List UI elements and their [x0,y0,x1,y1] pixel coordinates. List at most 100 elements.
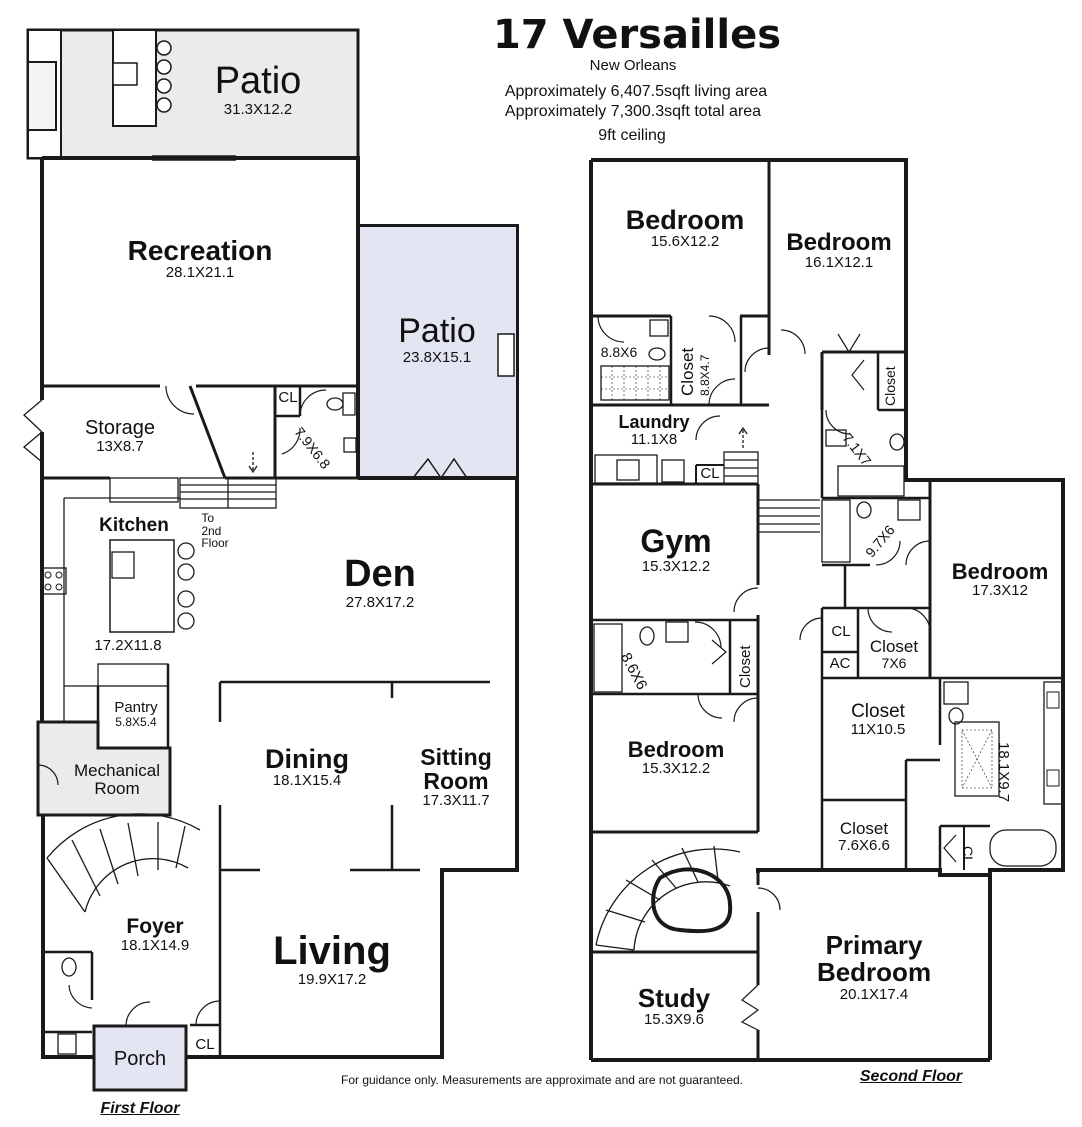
room-dimensions: 8.8X4.7 [698,354,712,396]
room-name: Bedroom [951,559,1049,584]
room-name: Closet [678,347,697,396]
room-name: Den [344,553,416,595]
ceiling-label: 9ft ceiling [598,127,666,144]
room-dimensions: 13X8.7 [96,438,144,455]
curved-stair-first-floor [46,813,201,913]
room-name: Gym [640,523,712,559]
room-dimensions: 7X6 [881,654,907,671]
closet-4: Closet 7X6 [870,638,918,671]
room-dimensions: 18.1X15.4 [272,772,342,790]
disclaimer: For guidance only. Measurements are appr… [340,1073,744,1087]
room-dimensions: 7.6X6.6 [838,836,890,854]
room-sitting: Sitting Room 17.3X11.7 [420,745,492,809]
stairs-second-floor [723,426,759,485]
room-dimensions: 17.3X12 [972,582,1028,600]
room-name: Closet [869,637,919,656]
atrium-opening [651,867,733,934]
second-floor-plan [589,158,1065,1062]
room-name: Closet [851,701,905,722]
room-foyer: Foyer 18.1X14.9 [120,915,190,955]
room-name: Living [273,929,391,973]
first-floor-plan [22,28,519,1092]
room-dimensions: 11X10.5 [850,720,906,738]
room-name: Laundry [618,412,690,432]
total-area-label: Approximately 7,300.3sqft total area [504,103,762,120]
room-dimensions: 16.1X12.1 [804,254,874,272]
room-storage: Storage 13X8.7 [85,418,155,455]
room-dimensions: 18.1X14.9 [120,937,190,955]
room-name: Bedroom [625,205,745,235]
first-floor-label: First Floor [100,1100,180,1117]
room-name: Study [637,983,711,1013]
living-area-label: Approximately 6,407.5sqft living area [504,83,768,100]
patio-top-area [26,28,360,160]
kitchen-island [109,539,175,633]
closet-6: Closet 7.6X6.6 [838,820,890,854]
room-dimensions: 15.3X12.2 [641,557,711,575]
room-recreation: Recreation 28.1X21.1 [128,236,273,281]
room-dimensions: 15.3X9.6 [643,1011,705,1029]
room-name: Patio [214,60,302,102]
bath-5-dimensions: 18.1X9.7 [995,742,1012,803]
room-laundry: Laundry 11.1X8 [618,413,689,448]
room-bedroom-3: Bedroom 17.3X12 [952,560,1049,599]
room-name: Bedroom [627,737,725,762]
closet-cl-ac: CL [831,623,851,640]
closet-3: Closet [737,645,754,688]
room-name: Primary Bedroom [816,930,932,988]
room-pantry: Pantry 5.8X5.4 [114,700,157,728]
room-primary-bedroom: Primary Bedroom 20.1X17.4 [816,930,932,1003]
room-dimensions: 17.3X11.7 [422,792,490,810]
room-name: Patio [398,312,476,350]
room-name: Bedroom [786,229,892,256]
porch-area [92,1024,188,1092]
room-bedroom-1: Bedroom 15.6X12.2 [626,206,745,250]
room-dimensions: 31.3X12.2 [223,100,293,118]
room-den: Den 27.8X17.2 [344,553,416,611]
room-name: Storage [84,417,156,439]
room-name: Kitchen [99,515,169,536]
closet-1: Closet 8.8X4.7 [678,348,712,396]
room-kitchen: Kitchen [99,516,169,536]
ac-label: AC [829,655,851,672]
room-name: Foyer [126,915,184,938]
closet-cl-upper: CL [278,389,298,406]
closet-cl-primary: CL [960,846,976,864]
room-name: Sitting Room [420,744,492,795]
room-name: Recreation [127,235,273,266]
closet-2: Closet [882,366,898,406]
room-name: Dining [265,744,349,774]
room-study: Study 15.3X9.6 [637,983,711,1029]
kitchen-dimensions: 17.2X11.8 [94,637,162,654]
room-bedroom-4: Bedroom 15.3X12.2 [628,738,725,777]
room-dimensions: 5.8X5.4 [115,714,157,729]
stairs-note: To 2nd Floor [201,511,229,551]
room-dimensions: 15.3X12.2 [641,760,711,778]
closet-cl-lower: CL [195,1036,215,1053]
page-title: 17 Versailles [492,12,782,58]
city-label: New Orleans [589,57,677,74]
room-dining: Dining 18.1X15.4 [265,745,349,789]
room-dimensions: 27.8X17.2 [345,593,415,611]
room-name: Closet [839,819,889,838]
room-mechanical: Mechanical Room [74,761,160,798]
stairs-first-floor [179,452,277,509]
room-bedroom-2: Bedroom 16.1X12.1 [786,230,891,271]
room-patio-side: Patio 23.8X15.1 [398,312,476,366]
bath-1-dimensions: 8.8X6 [600,344,638,360]
room-name: Pantry [114,699,158,716]
closet-5: Closet 11X10.5 [851,702,906,738]
curved-stair-second-floor [595,845,741,951]
room-dimensions: 15.6X12.2 [650,233,720,251]
room-dimensions: 23.8X15.1 [402,348,472,366]
room-patio-top: Patio 31.3X12.2 [214,60,302,118]
room-living: Living 19.9X17.2 [273,930,391,988]
room-dimensions: 20.1X17.4 [839,985,909,1003]
patio-side-area [359,227,516,477]
second-floor-label: Second Floor [859,1068,963,1085]
closet-cl-laundry: CL [700,465,720,482]
room-gym: Gym 15.3X12.2 [640,523,712,575]
room-dimensions: 19.9X17.2 [297,971,367,988]
room-dimensions: 11.1X8 [630,430,678,448]
